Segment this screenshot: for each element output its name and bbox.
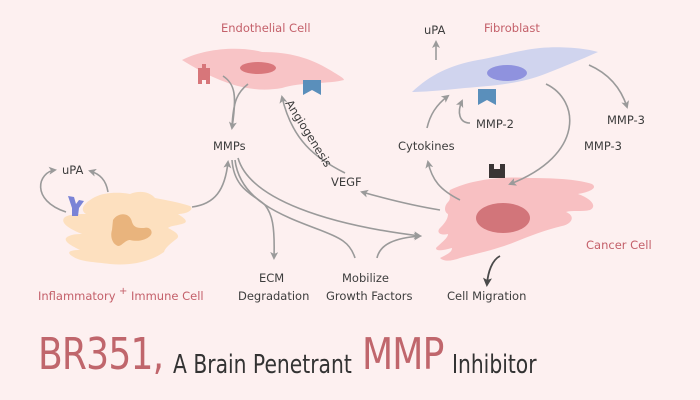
endothelial-cell [182,48,344,95]
arrows [39,40,629,287]
mmp3-right-label: MMP-3 [607,113,645,127]
immune-label-plus: + [119,286,127,297]
mmps-label: MMPs [213,139,246,153]
fibroblast-cell [412,47,598,105]
arrow-mmps-to-mobilize [234,159,356,259]
arrow-immune-upa-right [88,168,109,193]
immune-nucleus [111,214,152,246]
upa-fibroblast-label: uPA [424,23,445,37]
arrow-cancer-to-migration [483,255,501,287]
fibroblast-receptor-blue [478,89,496,105]
endothelial-receptor-red [198,64,210,84]
immune-label-part1: Inflammatory [38,289,116,303]
endothelial-nucleus [240,62,276,74]
arrow-immune-to-mmps [191,160,232,208]
upa-immune-label: uPA [62,163,83,177]
arrow-endothelial-body-to-mmps [231,83,249,129]
cancer-nucleus [476,203,530,233]
ecm-label-line2: Degradation [238,289,309,303]
cytokines-label: Cytokines [398,139,455,153]
immune-cell-label: Inflammatory + Immune Cell [38,286,204,303]
arrow-fibroblast-to-cancer-mmp3 [508,83,571,186]
arrow-cancer-to-vegf [360,189,441,211]
title-end: Inhibitor [451,350,537,380]
arrow-mmp2-to-fibroblast [455,99,471,124]
fibroblast-label: Fibroblast [484,21,540,35]
cancer-receptor-dark [489,164,505,178]
endothelial-receptor-blue [303,80,321,95]
endothelial-cell-label: Endothelial Cell [221,21,311,35]
mmp2-label: MMP-2 [476,117,514,131]
cell-migration-label: Cell Migration [447,289,526,303]
mobilize-label-line2: Growth Factors [326,289,412,303]
fibroblast-nucleus [487,65,527,81]
mmp3-mid-label: MMP-3 [584,139,622,153]
vegf-label: VEGF [331,175,362,189]
immune-label-part2: Immune Cell [131,289,204,303]
immune-receptor-purple [68,196,84,216]
title-drug-name: BR351, [38,329,164,380]
title-middle: A Brain Penetrant [173,350,353,380]
cancer-cell [436,164,595,261]
ecm-label-line1: ECM [259,271,284,285]
arrow-fibroblast-to-mmp3-right [588,64,629,109]
arrow-mmps-to-cancer [237,157,422,240]
mobilize-label-line1: Mobilize [342,271,389,285]
angiogenesis-label: Angiogenesis [282,97,334,169]
arrow-vegf-angiogenesis [279,95,346,174]
immune-cell [63,191,192,265]
cancer-cell-label: Cancer Cell [586,238,652,252]
arrow-mobilize-to-cancer [376,232,422,259]
arrow-immune-upa-left [39,166,67,213]
arrow-cytokines-to-fibroblast [426,94,450,129]
title-target: MMP [362,329,444,380]
arrow-cancer-to-cytokines [425,160,461,201]
